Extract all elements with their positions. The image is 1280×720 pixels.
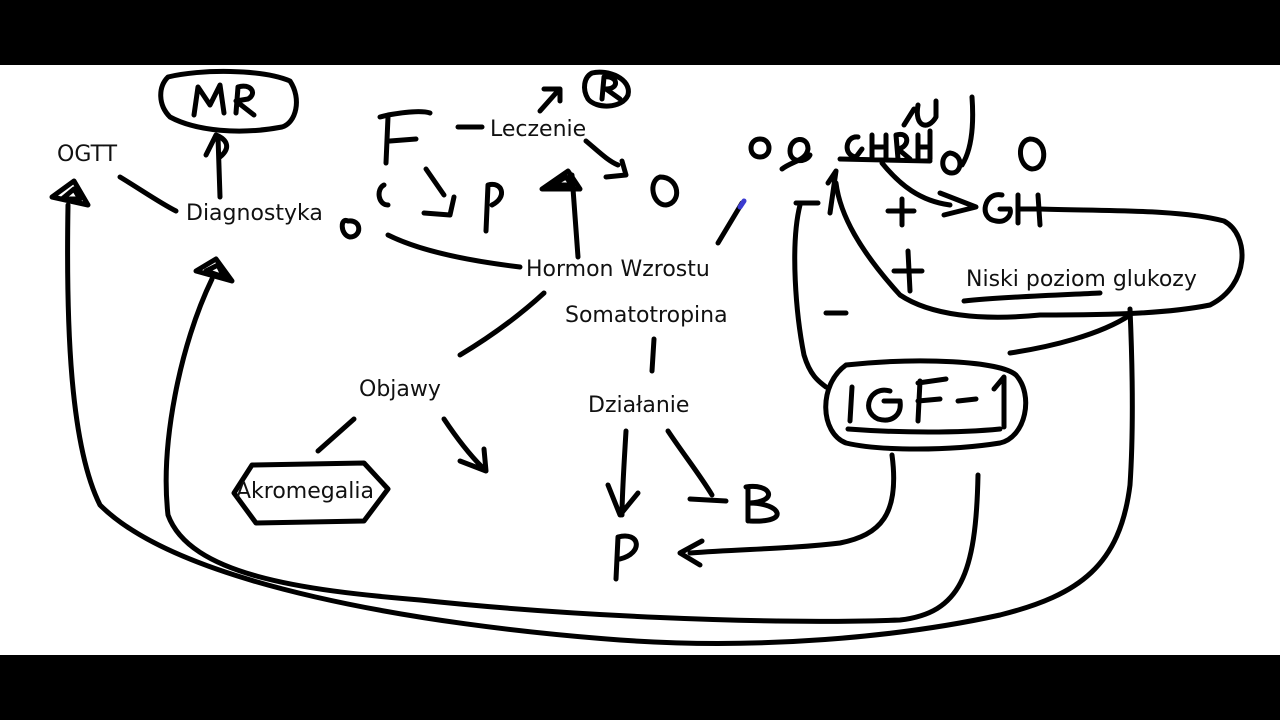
label-hormon-wzrostu: Hormon Wzrostu xyxy=(526,257,710,282)
glukoza-underline xyxy=(961,290,1103,304)
arrow-objawy-right xyxy=(441,416,489,474)
label-niski-poziom-glukozy: Niski poziom glukozy xyxy=(966,267,1197,292)
line-diagnostyka-ogtt xyxy=(117,174,179,214)
slash-mark xyxy=(715,200,745,246)
label-somatotropina: Somatotropina xyxy=(565,303,728,328)
label-diagnostyka: Diagnostyka xyxy=(186,201,323,226)
igf-letters xyxy=(845,374,1007,435)
mr-box xyxy=(158,68,299,134)
line-o-hormon xyxy=(385,232,523,270)
plus-sign-top xyxy=(885,196,917,228)
arrow-igf-p xyxy=(677,452,897,568)
arrow-dzialanie-b xyxy=(665,428,729,504)
letter-f xyxy=(377,109,433,166)
line-glukoza-igf xyxy=(1007,312,1133,356)
loop-inner xyxy=(163,276,981,624)
line-vertical-right xyxy=(959,94,976,168)
letter-o-small xyxy=(339,217,362,240)
u-mark xyxy=(901,98,939,128)
arrow-ghrh-gh xyxy=(879,160,979,218)
arrow-gh-down xyxy=(833,180,1245,320)
gh-letters xyxy=(982,192,1043,228)
arrow-dzialanie-p xyxy=(605,428,641,518)
line-somatotropina-dzialanie xyxy=(649,336,657,374)
arrow-diagnostyka-mr xyxy=(203,132,230,200)
diagnostyka-arrowhead xyxy=(193,256,235,284)
ghrh-letters xyxy=(837,128,933,164)
line-oo-gh xyxy=(792,202,829,390)
akromegalia-box xyxy=(231,460,391,526)
loop-outer xyxy=(65,202,1135,646)
ogtt-arrowhead xyxy=(49,178,91,208)
arrow-leczenie-o xyxy=(583,138,629,180)
mark-c xyxy=(376,182,391,208)
letter-o-right xyxy=(1018,136,1047,172)
small-o xyxy=(940,150,963,176)
mr-letters xyxy=(191,82,257,118)
letter-p-bottom xyxy=(613,533,639,582)
line-objawy-akromegalia xyxy=(315,416,357,454)
whiteboard-canvas[interactable]: OGTT Diagnostyka Leczenie Hormon Wzrostu… xyxy=(0,65,1280,655)
label-dzialanie: Działanie xyxy=(588,393,690,418)
letter-p xyxy=(483,181,504,234)
label-objawy: Objawy xyxy=(359,377,441,402)
line-one xyxy=(825,168,839,216)
oo-glyph xyxy=(748,136,813,172)
r-circle xyxy=(582,69,631,109)
slash-accent xyxy=(737,198,747,210)
arrowhead-hormon-up xyxy=(539,168,583,192)
igf-box xyxy=(823,358,1029,452)
plus-sign-bottom xyxy=(891,248,925,294)
arrow-f-p xyxy=(421,166,457,218)
handwritten-ink-layer xyxy=(49,68,1245,646)
r-letter xyxy=(599,74,623,102)
letter-o-leczenie xyxy=(650,174,679,208)
letter-b xyxy=(743,483,780,524)
label-akromegalia: Akromegalia xyxy=(236,479,374,504)
arrow-leczenie-r xyxy=(537,86,563,114)
label-ogtt: OGTT xyxy=(57,142,118,167)
line-hormon-objawy xyxy=(457,290,547,358)
label-leczenie: Leczenie xyxy=(490,117,587,142)
